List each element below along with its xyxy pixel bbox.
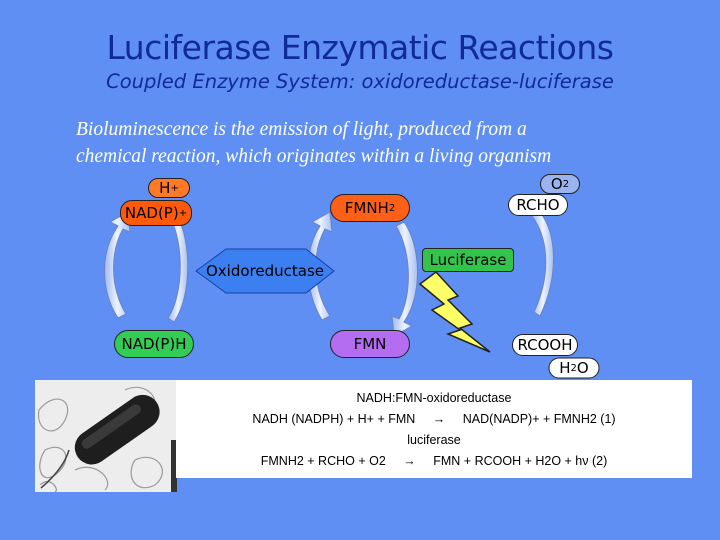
bacterium-micrograph-drawing xyxy=(35,380,177,492)
o2-base: O xyxy=(550,175,563,193)
fmnh2-sub: 2 xyxy=(388,202,396,214)
curved-arrow-right xyxy=(531,211,554,317)
enzyme-2-label: luciferase xyxy=(407,433,461,447)
h-plus-label: H+ xyxy=(148,178,190,198)
reaction-1-right: NAD(NADP)+ + FMNH2 (1) xyxy=(462,412,616,426)
page-title: Luciferase Enzymatic Reactions xyxy=(106,28,614,67)
o2-sub: 2 xyxy=(562,178,570,190)
page-subtitle: Coupled Enzyme System: oxidoreductase-lu… xyxy=(106,70,614,93)
h-plus-base: H xyxy=(159,179,171,197)
bacterium-micrograph xyxy=(35,380,177,492)
curved-arrow-middle-right xyxy=(391,221,418,337)
fmn-text: FMN xyxy=(353,335,387,353)
nadp-plus-sup: + xyxy=(178,207,188,219)
h2o-sub: 2 xyxy=(570,362,577,374)
oxidoreductase-label: Oxidoreductase xyxy=(196,260,334,282)
h2o-box xyxy=(548,357,600,379)
luciferase-box: Luciferase xyxy=(422,248,514,272)
definition-line-2: chemical reaction, which originates with… xyxy=(76,146,552,167)
definition-line-1: Bioluminescence is the emission of light… xyxy=(76,119,527,140)
h2o-tail: O xyxy=(576,359,589,377)
nadph-text: NAD(P)H xyxy=(121,335,187,353)
reaction-2: FMNH2 + RCHO + O2 → FMN + RCOOH + H2O + … xyxy=(176,451,692,472)
lightning-bolt-icon xyxy=(418,270,491,353)
fmnh2-base: FMNH xyxy=(344,199,389,217)
enzyme-1-label: NADH:FMN-oxidoreductase xyxy=(356,391,512,405)
curved-arrow-left-inner xyxy=(167,213,189,323)
reaction-2-arrow: → xyxy=(403,454,416,468)
rcho-box: RCHO xyxy=(508,194,568,216)
h-plus-sup: + xyxy=(170,182,179,194)
fmn-box: FMN xyxy=(330,330,410,358)
reaction-1: NADH (NADPH) + H+ + FMN → NAD(NADP)+ + F… xyxy=(176,409,692,430)
nadp-plus-base: NAD(P) xyxy=(124,204,179,222)
reaction-2-left: FMNH2 + RCHO + O2 xyxy=(260,454,386,468)
oxidoreductase-hexagon xyxy=(195,248,335,294)
definition-text: Bioluminescence is the emission of light… xyxy=(76,116,716,170)
nadph-box: NAD(P)H xyxy=(114,330,194,358)
reaction-1-left: NADH (NADPH) + H+ + FMN xyxy=(252,412,416,426)
rcooh-box: RCOOH xyxy=(512,334,578,356)
h2o-base: H xyxy=(559,359,571,377)
luciferase-text: Luciferase xyxy=(429,251,507,269)
rcooh-text: RCOOH xyxy=(517,336,573,354)
oxidoreductase-text: Oxidoreductase xyxy=(205,262,324,280)
reaction-1-arrow: → xyxy=(432,412,446,426)
reaction-2-right: FMN + RCOOH + H2O + hν (2) xyxy=(433,454,608,468)
nadp-plus-box: NAD(P)+ xyxy=(120,200,192,226)
equations-box: NADH:FMN-oxidoreductase NADH (NADPH) + H… xyxy=(176,380,692,478)
rcho-text: RCHO xyxy=(516,196,560,214)
curved-arrow-left xyxy=(104,211,131,319)
